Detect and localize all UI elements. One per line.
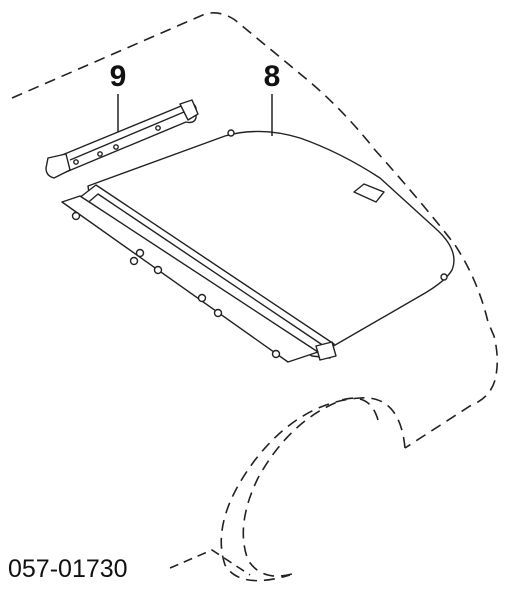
part-9-strap <box>45 99 199 179</box>
wheel-arch-outer <box>220 397 406 582</box>
callout-8-label: 8 <box>264 60 281 93</box>
part-8-cargo-cover <box>87 129 455 349</box>
part-8-lower-panel <box>61 195 319 363</box>
reference-code: 057-01730 <box>8 555 128 583</box>
callout-9-label: 9 <box>110 60 127 93</box>
vehicle-body-outline <box>11 12 499 449</box>
wheel-arch-inner <box>242 397 379 577</box>
reference-leader-line <box>169 549 251 576</box>
